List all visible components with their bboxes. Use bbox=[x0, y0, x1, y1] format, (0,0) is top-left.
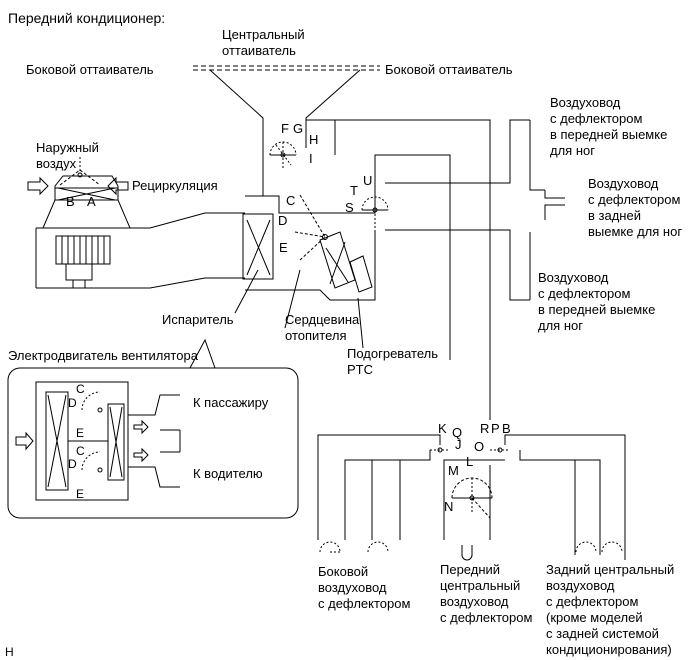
ptc-heater-label: Подогреватель PTC bbox=[347, 346, 438, 377]
front-center-vent-label: Передний центральный воздуховод с дефлек… bbox=[440, 562, 533, 625]
foot-damper bbox=[361, 190, 389, 228]
to-driver-label: К водителю bbox=[193, 466, 263, 481]
letter-K: K bbox=[438, 421, 447, 436]
inset-letter-D1: D bbox=[68, 396, 77, 410]
blower-motor-inset bbox=[7, 338, 299, 519]
letter-U: U bbox=[363, 173, 373, 188]
inset-letter-E1: E bbox=[76, 426, 85, 440]
letter-S: S bbox=[345, 200, 354, 215]
vent-damper-left bbox=[430, 447, 450, 453]
outside-air-arrow bbox=[27, 176, 49, 196]
letter-M: M bbox=[448, 463, 459, 478]
inset-letter-E2: E bbox=[76, 487, 85, 501]
foot-duct-front-upper bbox=[385, 119, 545, 191]
inset-letter-C1: C bbox=[76, 382, 85, 396]
recirculation-arrow bbox=[107, 176, 129, 196]
side-vent-label: Боковой воздуховод с дефлектором bbox=[318, 564, 411, 611]
side-defroster-left-label: Боковой оттаиватель bbox=[26, 62, 154, 77]
side-vent-damper-2 bbox=[367, 541, 389, 553]
rear-center-vent-label: Задний центральный воздуховод с дефлекто… bbox=[546, 562, 675, 657]
letter-B: B bbox=[66, 194, 75, 209]
page-title: Передний кондиционер: bbox=[8, 10, 166, 26]
intake-housing bbox=[42, 157, 131, 229]
letter-H: H bbox=[309, 132, 319, 147]
inset-letter-D2: D bbox=[68, 457, 77, 471]
letter-G: G bbox=[293, 121, 304, 136]
letter-I: I bbox=[309, 151, 313, 166]
letter-J: J bbox=[455, 437, 462, 452]
footnote: H bbox=[5, 645, 14, 659]
letter-O: O bbox=[474, 439, 485, 454]
rear-vent-damper-1 bbox=[575, 541, 597, 553]
ptc-heater bbox=[349, 255, 373, 293]
evaporator-label: Испаритель bbox=[162, 312, 234, 327]
foot-duct-front-lower-label: Воздуховод с дефлектором в передней выем… bbox=[538, 270, 656, 333]
blower-fan bbox=[55, 235, 111, 289]
side-defroster-right-label: Боковой оттаиватель bbox=[385, 62, 513, 77]
outside-air-label: Наружный воздух bbox=[36, 140, 99, 171]
rear-vent-damper-2 bbox=[601, 541, 623, 553]
foot-duct-front-lower bbox=[385, 229, 531, 301]
center-vent-damper bbox=[451, 477, 493, 519]
vent-damper-right bbox=[490, 447, 510, 453]
heater-core-label: Сердцевина отопителя bbox=[285, 312, 360, 343]
heater-core bbox=[319, 231, 356, 289]
letter-F: F bbox=[281, 121, 289, 136]
foot-duct-front-upper-label: Воздуховод с дефлектором в передней выем… bbox=[550, 95, 668, 158]
letter-E: E bbox=[279, 240, 288, 255]
main-duct bbox=[35, 119, 491, 420]
air-mix-damper bbox=[294, 194, 328, 261]
letter-B2: B bbox=[502, 421, 511, 436]
inset-letter-C2: C bbox=[76, 444, 85, 458]
center-defroster-label: Центральный оттаиватель bbox=[222, 27, 305, 58]
to-passenger-label: К пассажиру bbox=[193, 395, 269, 410]
recirculation-label: Рециркуляция bbox=[132, 178, 218, 193]
side-vent-damper-1 bbox=[319, 541, 341, 553]
letter-L: L bbox=[466, 454, 474, 469]
letter-P: P bbox=[491, 421, 500, 436]
foot-duct-rear-label: Воздуховод с дефлектором в задней выемке… bbox=[588, 176, 683, 239]
foot-duct-rear bbox=[544, 190, 565, 220]
letter-A: A bbox=[87, 194, 96, 209]
leader-lines bbox=[234, 269, 364, 349]
letter-Q: Q bbox=[452, 425, 463, 440]
evaporator bbox=[242, 213, 274, 280]
vent-distribution bbox=[317, 434, 626, 561]
blower-motor-label: Электродвигатель вентилятора bbox=[8, 348, 198, 363]
letter-D: D bbox=[278, 213, 288, 228]
letter-T: T bbox=[350, 183, 358, 198]
letter-N: N bbox=[444, 499, 454, 514]
letter-C: C bbox=[286, 193, 296, 208]
letter-R: R bbox=[480, 421, 490, 436]
defroster-damper bbox=[269, 141, 297, 168]
